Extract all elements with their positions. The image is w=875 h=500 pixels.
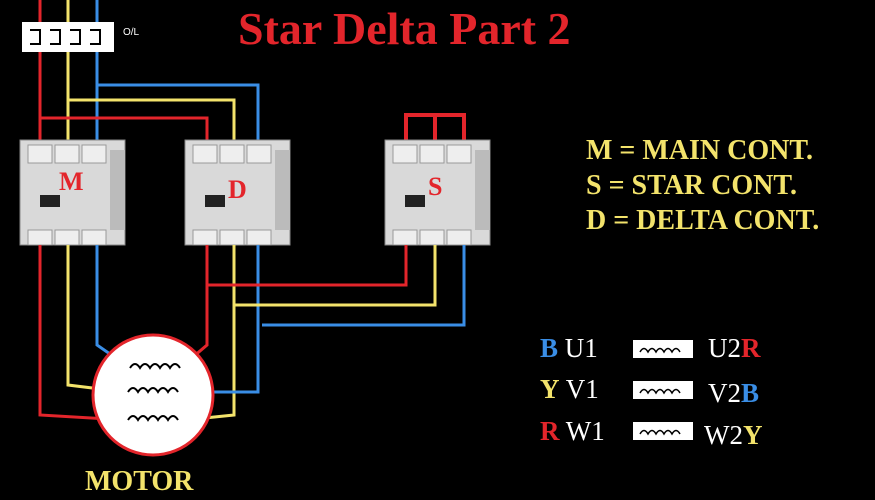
motor <box>91 333 215 457</box>
phase-label: R <box>540 416 560 446</box>
terminal-start: U1 <box>564 333 598 363</box>
phase-label: B <box>741 378 760 408</box>
winding-row-v-end: V2B <box>708 378 759 409</box>
legend-item-main: M = MAIN CONT. <box>586 135 813 166</box>
overload-relay <box>22 22 114 52</box>
winding-row-u: B U1 <box>540 333 598 364</box>
phase-label: B <box>540 333 559 363</box>
overload-label: O/L <box>123 27 140 38</box>
winding-symbols <box>633 340 693 440</box>
legend: M = MAIN CONT. S = STAR CONT. D = DELTA … <box>586 133 819 238</box>
winding-row-w-end: W2Y <box>704 420 762 451</box>
winding-row-v: Y V1 <box>540 374 599 405</box>
legend-item-delta: D = DELTA CONT. <box>586 205 820 236</box>
phase-label: Y <box>540 374 560 404</box>
terminal-end: U2 <box>708 333 741 363</box>
contactor-star <box>384 139 491 246</box>
supply-wires <box>38 0 260 145</box>
legend-item-star: S = STAR CONT. <box>586 170 797 201</box>
page-title: Star Delta Part 2 <box>238 3 571 54</box>
terminal-end: W2 <box>704 420 743 450</box>
contactor-delta-letter: D <box>228 175 247 204</box>
terminal-start: V1 <box>565 374 599 404</box>
contactor-main <box>19 139 126 246</box>
terminal-start: W1 <box>565 416 605 446</box>
contactor-delta <box>184 139 291 246</box>
phase-label: Y <box>742 420 763 450</box>
winding-row-w: R W1 <box>540 416 605 447</box>
terminal-end: V2 <box>708 378 741 408</box>
contactor-star-letter: S <box>428 172 443 201</box>
winding-row-u-end: U2R <box>708 333 761 364</box>
motor-label: MOTOR <box>85 466 194 497</box>
phase-label: R <box>741 333 761 363</box>
contactor-main-letter: M <box>59 167 84 196</box>
